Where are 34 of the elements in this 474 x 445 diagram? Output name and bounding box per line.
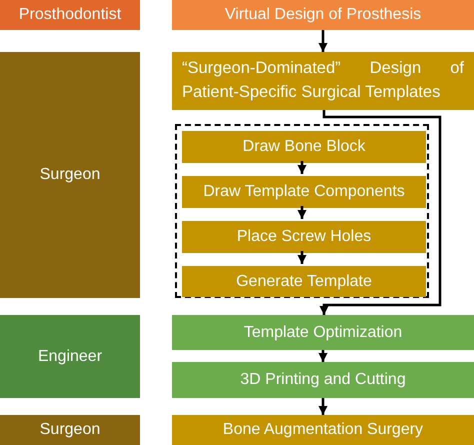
box-label: Virtual Design of Prosthesis	[224, 5, 422, 26]
box-label: Engineer	[36, 346, 104, 367]
role-box	[0, 52, 140, 298]
box-label: Place Screw Holes	[236, 227, 372, 248]
role-box	[0, 315, 140, 398]
box-label: Bone Augmentation Surgery	[222, 420, 424, 440]
role-box	[0, 0, 140, 30]
box-label: Draw Bone Block	[242, 137, 366, 158]
arrow	[320, 110, 442, 315]
arrow	[298, 161, 306, 174]
box-label: Surgeon	[38, 420, 102, 440]
process-box	[182, 131, 426, 163]
process-box	[172, 362, 474, 398]
role-box	[0, 415, 140, 445]
dashed-group-box	[175, 124, 429, 298]
arrow	[298, 251, 306, 264]
box-label: Template Optimization	[242, 322, 404, 343]
arrow	[318, 30, 328, 52]
process-box	[172, 52, 474, 110]
process-box	[182, 266, 426, 297]
arrow	[318, 350, 328, 362]
process-box	[172, 415, 474, 445]
box-label: Generate Template	[235, 272, 373, 292]
box-label: Surgeon	[38, 165, 102, 186]
process-box	[182, 221, 426, 253]
box-label: Draw Template Components	[202, 182, 406, 202]
arrow	[298, 206, 306, 219]
process-box	[172, 0, 474, 30]
box-label: “Surgeon-Dominated” Design of Patient-Specific Surgical Templates	[181, 58, 465, 103]
process-box	[172, 315, 474, 350]
process-box	[182, 176, 426, 208]
box-label: Prosthodontist	[18, 5, 122, 26]
arrow	[318, 398, 328, 415]
box-label: 3D Printing and Cutting	[239, 370, 407, 390]
